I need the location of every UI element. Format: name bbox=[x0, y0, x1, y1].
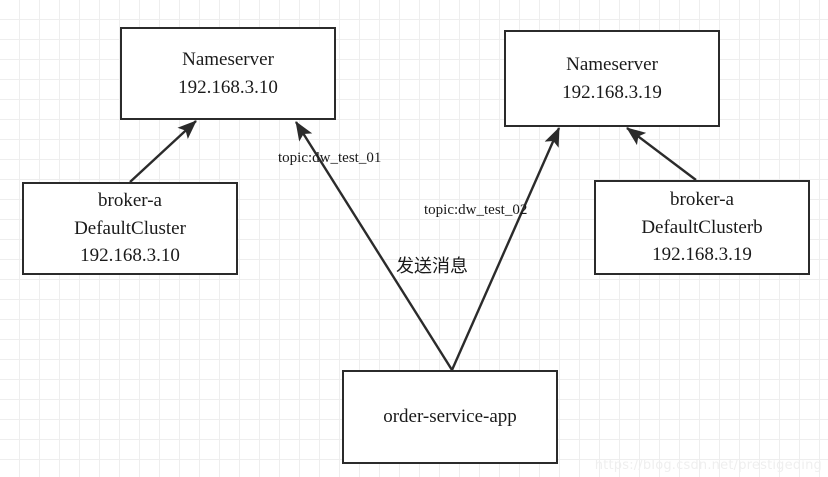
node-line: Nameserver bbox=[182, 48, 274, 70]
node-nameserver-right[interactable]: Nameserver 192.168.3.19 bbox=[504, 30, 720, 127]
node-order-service-app[interactable]: order-service-app bbox=[342, 370, 558, 464]
node-nameserver-left[interactable]: Nameserver 192.168.3.10 bbox=[120, 27, 336, 120]
edge-label-send-message: 发送消息 bbox=[396, 256, 468, 277]
node-line: DefaultCluster bbox=[74, 217, 186, 239]
edge-app-to-nameserver-right bbox=[450, 127, 561, 371]
node-line: 192.168.3.19 bbox=[652, 244, 752, 266]
node-line: 192.168.3.19 bbox=[562, 81, 662, 103]
edge-label-topic-02: topic:dw_test_02 bbox=[424, 202, 528, 218]
node-broker-right[interactable]: broker-a DefaultClusterb 192.168.3.19 bbox=[594, 180, 810, 275]
node-line: broker-a bbox=[670, 189, 734, 211]
watermark: https://blog.csdn.net/prestigeding bbox=[594, 458, 822, 473]
node-line: 192.168.3.10 bbox=[80, 245, 180, 267]
edge-broker-right-to-nameserver-right bbox=[626, 127, 697, 181]
node-line: 192.168.3.10 bbox=[178, 76, 278, 98]
node-line: Nameserver bbox=[566, 53, 658, 75]
edge-broker-left-to-nameserver-left bbox=[129, 120, 197, 183]
node-line: order-service-app bbox=[383, 406, 517, 428]
node-line: DefaultClusterb bbox=[641, 216, 763, 238]
node-line: broker-a bbox=[98, 190, 162, 212]
node-broker-left[interactable]: broker-a DefaultCluster 192.168.3.10 bbox=[22, 182, 238, 275]
edge-label-topic-01: topic:dw_test_01 bbox=[278, 150, 382, 166]
